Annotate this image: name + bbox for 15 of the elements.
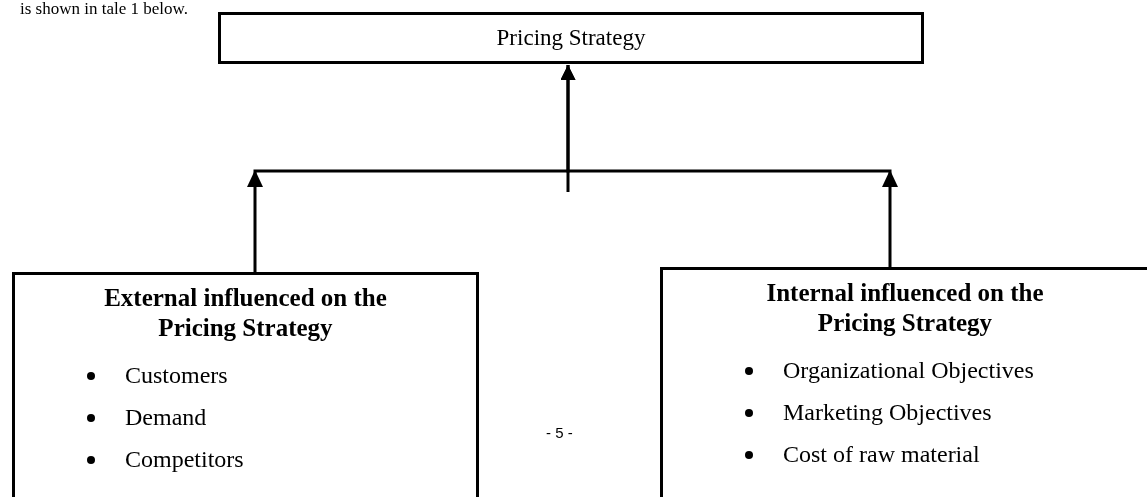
body-text: is shown in tale 1 below. <box>20 0 188 19</box>
page-number: - 5 - <box>546 424 573 441</box>
list-item: Competitors <box>125 445 244 474</box>
list-item: Demand <box>125 403 207 432</box>
list-item: Marketing Objectives <box>783 398 992 427</box>
list-item: Customers <box>125 361 228 390</box>
box-heading: Internal influenced on the Pricing Strategy <box>765 278 1045 338</box>
process-box <box>218 12 924 64</box>
box-title: Pricing Strategy <box>495 25 647 51</box>
arrow <box>560 65 892 267</box>
box-heading: External influenced on the Pricing Strategy <box>103 283 388 343</box>
list-item: Organizational Objectives <box>783 356 1034 385</box>
factor-box <box>12 272 479 497</box>
list-item: Cost of raw material <box>783 440 980 469</box>
factor-box <box>660 267 1147 497</box>
